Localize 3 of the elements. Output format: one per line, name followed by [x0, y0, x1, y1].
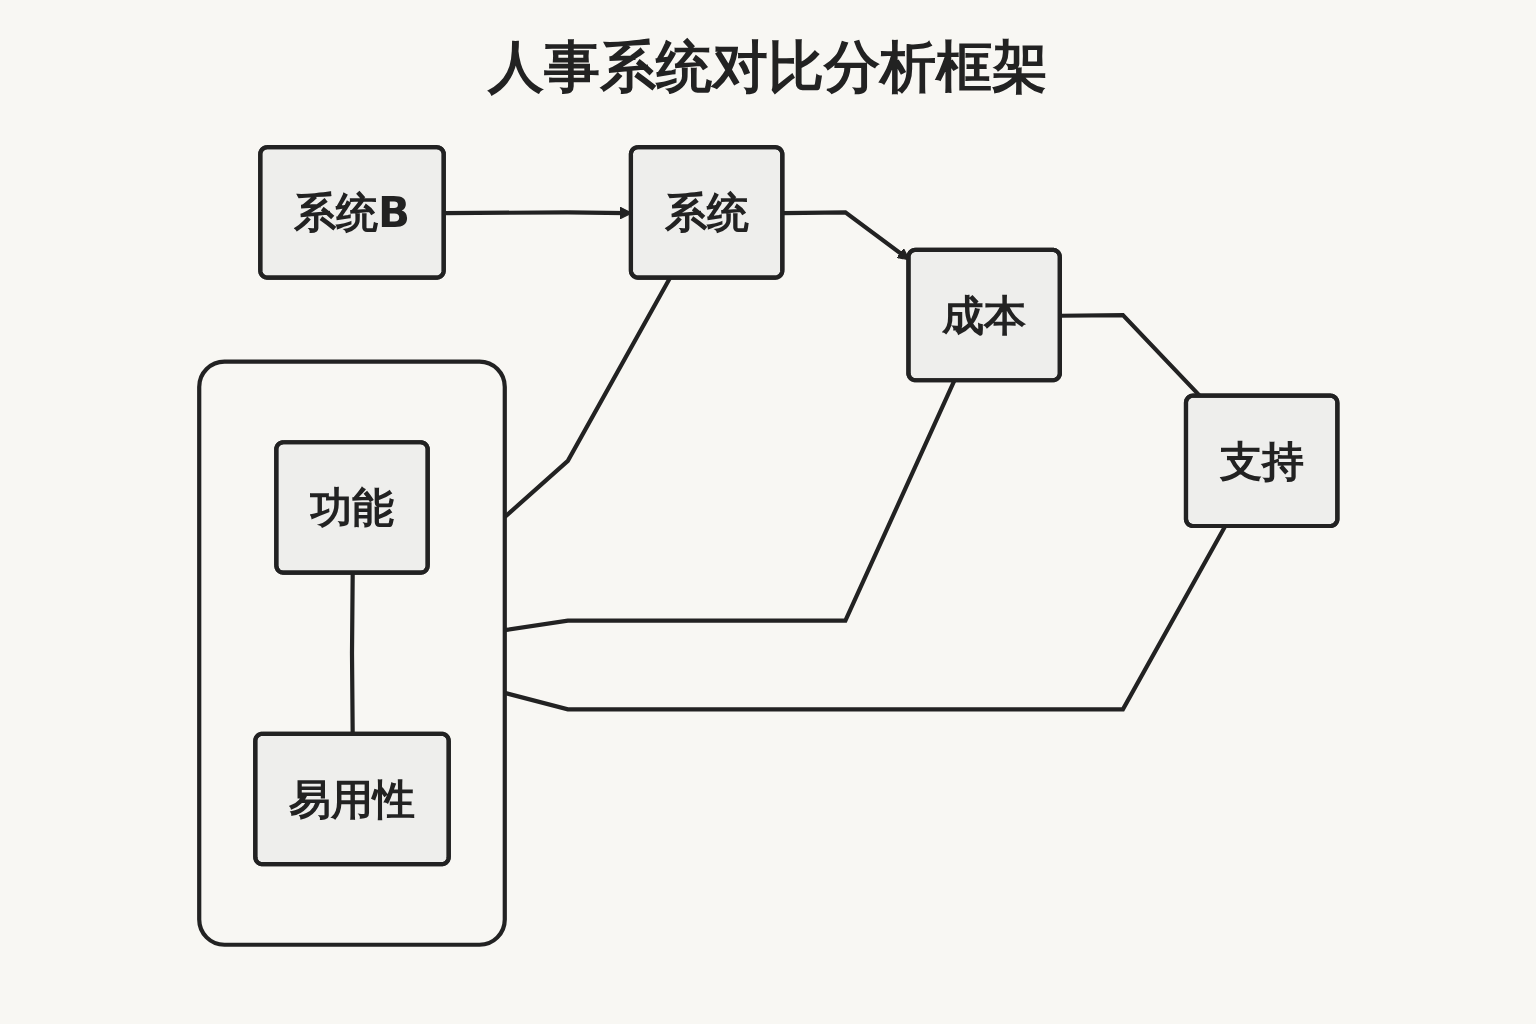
cluster — [196, 359, 507, 947]
diagram-title: 人事系统对比分析框架 — [486, 33, 1049, 101]
connector — [349, 573, 355, 735]
